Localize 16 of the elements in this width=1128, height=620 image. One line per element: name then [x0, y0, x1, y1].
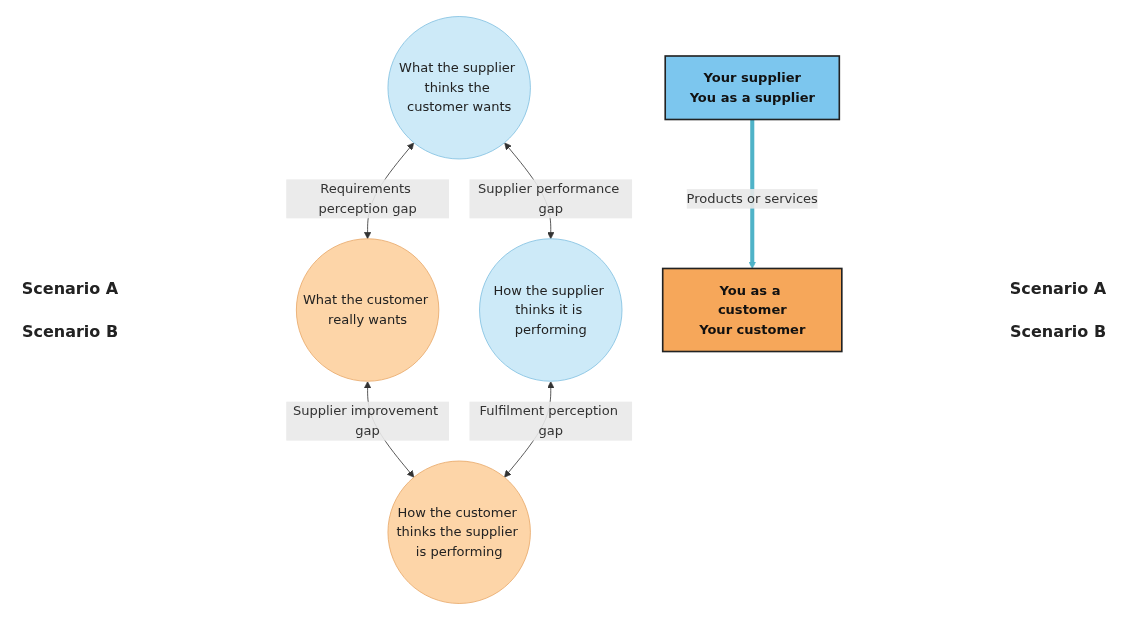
- edge-label: Products or services: [686, 190, 818, 207]
- node-circle: How the supplier thinks it is performing: [479, 238, 623, 382]
- edge-label: Supplier performance gap: [478, 180, 620, 216]
- node-circle: What the supplier thinks the customer wants: [387, 16, 531, 160]
- node-circle: How the customer thinks the supplier is performing: [387, 460, 531, 604]
- scenario-label: Scenario A: [1009, 279, 1107, 298]
- edge-label: Supplier improvement gap: [292, 403, 439, 439]
- node-box: You as a customer Your customer: [661, 267, 843, 353]
- scenario-label: Scenario A: [21, 279, 119, 298]
- scenario-label: Scenario B: [21, 322, 119, 341]
- edge-label: Requirements perception gap: [318, 180, 417, 216]
- node-box: Your supplier You as a supplier: [664, 55, 841, 121]
- node-circle: What the customer really wants: [295, 238, 440, 382]
- edge-label: Fulfilment perception gap: [479, 403, 618, 439]
- arrow: [748, 119, 756, 269]
- scenario-label: Scenario B: [1009, 322, 1107, 341]
